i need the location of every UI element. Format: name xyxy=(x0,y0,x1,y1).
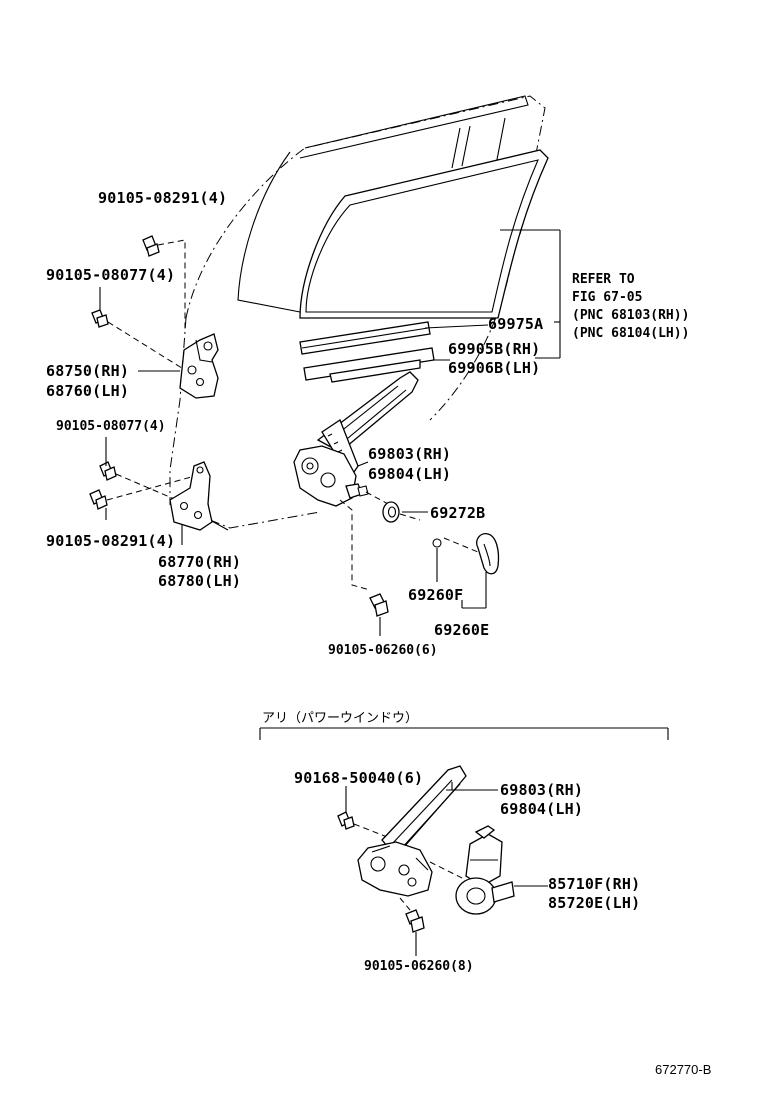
label-regulator-rh: 69803(RH) xyxy=(368,445,451,463)
leader-lines xyxy=(99,229,561,636)
regulator-handle xyxy=(476,533,500,575)
label-bolt-regulator: 90105-06260(6) xyxy=(328,643,438,658)
label-refer-3: (PNC 68103(RH)) xyxy=(572,308,689,323)
label-bolt-top: 90105-08291(4) xyxy=(98,189,227,207)
label-regulator-lh: 69804(LH) xyxy=(368,465,451,483)
bolt-power xyxy=(405,909,425,933)
figure-number: 672770-B xyxy=(655,1062,711,1077)
label-motor-lh: 85720E(LH) xyxy=(548,894,640,912)
label-hinge-upper-rh: 68750(RH) xyxy=(46,362,129,380)
bolt-lower xyxy=(89,489,108,510)
clip-small xyxy=(432,538,442,548)
label-screw-power: 90168-50040(6) xyxy=(294,769,423,787)
hinge-upper xyxy=(179,333,219,399)
label-bolt-lower: 90105-08291(4) xyxy=(46,532,175,550)
label-hinge-lower-lh: 68780(LH) xyxy=(158,572,241,590)
door-glass xyxy=(299,149,549,319)
bolt-regulator xyxy=(369,593,389,617)
window-regulator-power xyxy=(357,765,467,897)
label-motor-rh: 85710F(RH) xyxy=(548,875,640,893)
power-window-note: アリ（パワーウインドウ） xyxy=(262,711,418,726)
bolt-top xyxy=(142,235,160,257)
window-motor xyxy=(455,825,515,915)
label-refer-1: REFER TO xyxy=(572,272,635,287)
label-hinge-lower-rh: 68770(RH) xyxy=(158,553,241,571)
label-regulator-power-lh: 69804(LH) xyxy=(500,800,583,818)
run-channel-strip xyxy=(299,321,431,355)
label-weatherstrip-lh: 69906B(LH) xyxy=(448,359,540,377)
label-run-channel: 69975A xyxy=(488,315,543,333)
label-regulator-power-rh: 69803(RH) xyxy=(500,781,583,799)
label-washer: 69272B xyxy=(430,504,485,522)
label-refer-4: (PNC 68104(LH)) xyxy=(572,326,689,341)
label-hinge-upper-lh: 68760(LH) xyxy=(46,382,129,400)
label-weatherstrip-rh: 69905B(RH) xyxy=(448,340,540,358)
bolt-upper xyxy=(91,309,109,328)
washer xyxy=(382,501,400,523)
hinge-lower xyxy=(169,461,213,531)
label-refer-2: FIG 67-05 xyxy=(572,290,642,305)
label-clip-e: 69260E xyxy=(434,621,489,639)
power-window-bracket xyxy=(259,727,669,740)
window-regulator-manual xyxy=(293,371,419,507)
bolt-mid xyxy=(99,461,117,481)
label-bolt-power: 90105-06260(8) xyxy=(364,959,474,974)
label-clip-f: 69260F xyxy=(408,586,463,604)
label-bolt-mid: 90105-08077(4) xyxy=(56,419,166,434)
screw-power xyxy=(337,811,355,830)
label-bolt-upper: 90105-08077(4) xyxy=(46,266,175,284)
